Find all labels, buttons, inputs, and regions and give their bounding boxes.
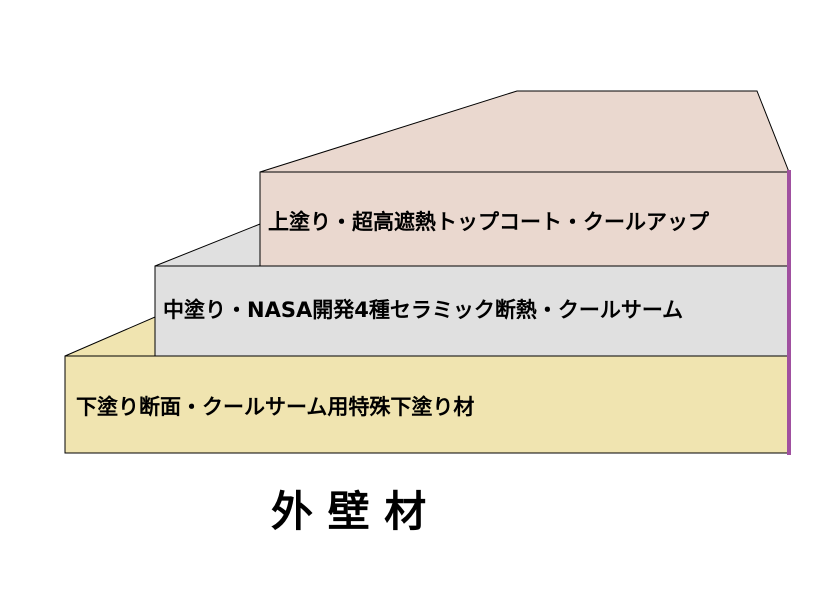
top-coat-layer: 上塗り・超高遮熱トップコート・クールアップ [259,90,790,267]
wall-material-caption: 外 壁 材 [271,487,426,536]
base-coat-layer: 下塗り断面・クールサーム用特殊下塗り材 [64,316,790,454]
middle-coat-layer: 中塗り・NASA開発4種セラミック断熱・クールサーム [154,223,790,357]
top-coat-slope [259,90,790,173]
middle-coat-label: 中塗り・NASA開発4種セラミック断熱・クールサーム [163,298,683,322]
top-coat-label: 上塗り・超高遮熱トップコート・クールアップ [268,210,710,234]
middle-coat-slope [154,223,261,267]
base-coat-label: 下塗り断面・クールサーム用特殊下塗り材 [76,395,474,419]
base-coat-face [64,355,790,454]
base-coat-slope [64,316,156,357]
top-coat-face [259,171,790,267]
